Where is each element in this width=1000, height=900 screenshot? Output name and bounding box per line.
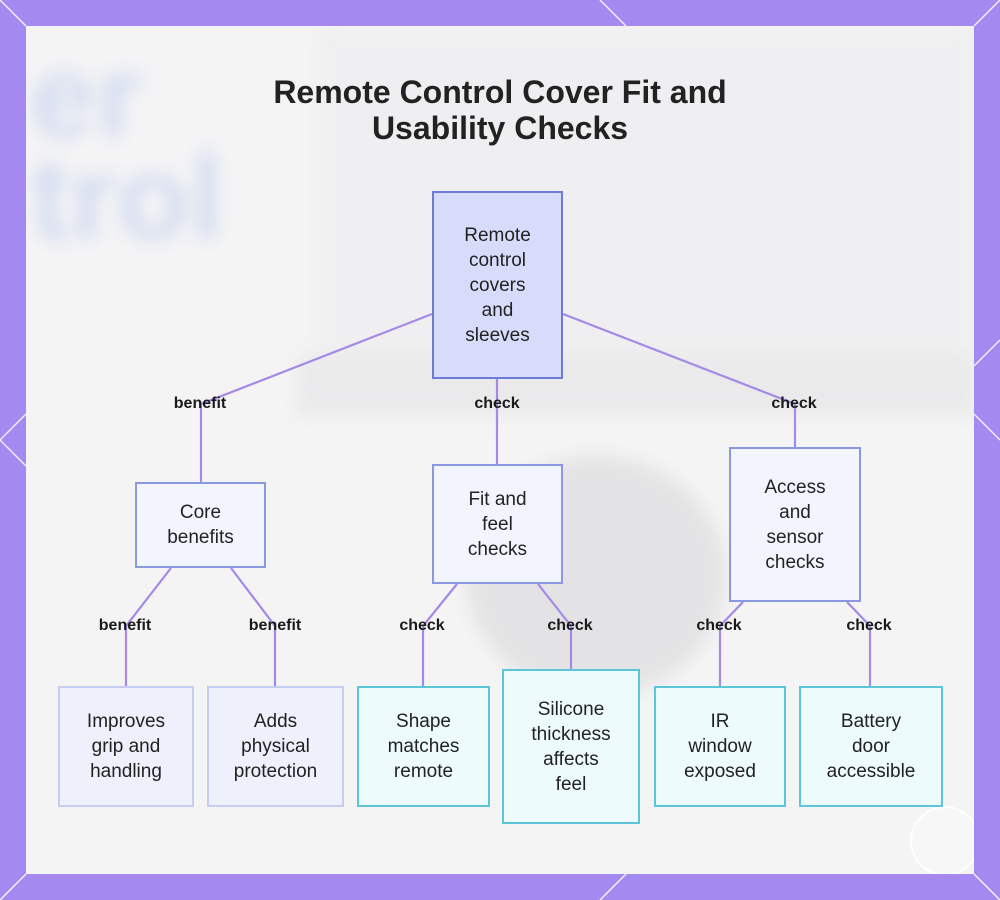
edge-core-protect: [230, 567, 277, 686]
background-photo: er trol: [26, 26, 974, 874]
edge-label-fit-shape: check: [399, 617, 445, 634]
background-text-line: er: [30, 29, 144, 163]
edge-label-fit-silicone: check: [547, 617, 593, 634]
node-ir-window: IR window exposed: [654, 686, 786, 807]
node-text-line: control: [468, 249, 527, 271]
node-text-line: accessible: [826, 761, 916, 782]
watermark-badge-icon: [910, 806, 974, 874]
node-text-line: exposed: [684, 761, 756, 782]
edge-access-ir: [718, 601, 744, 686]
edge-fit-silicone: [537, 583, 573, 669]
edge-label-core-protect: benefit: [248, 617, 302, 634]
edge-label-root-core: benefit: [173, 395, 227, 412]
node-text-line: and: [481, 299, 514, 321]
edge-label-access-battery: check: [846, 617, 892, 634]
node-text-line: handling: [90, 761, 162, 782]
node-text-line: Battery: [840, 711, 902, 732]
edge-core-grip: [124, 567, 172, 686]
edge-fit-shape: [421, 583, 458, 686]
edge-root-core: [199, 312, 433, 482]
node-text-line: IR: [710, 711, 730, 732]
node-text-line: feel: [555, 773, 587, 795]
node-adds-protection: Adds physical protection: [207, 686, 344, 807]
node-text-line: remote: [393, 761, 454, 782]
node-text-line: affects: [543, 748, 599, 770]
node-text-line: sensor: [766, 526, 824, 548]
node-battery-door: Battery door accessible: [799, 686, 943, 807]
node-text-line: checks: [765, 551, 825, 573]
node-text-line: Adds: [253, 711, 298, 732]
node-text-line: Remote: [464, 224, 531, 246]
node-text-line: Fit and: [468, 488, 527, 510]
title-line: Remote Control Cover Fit and: [273, 74, 727, 110]
node-text-line: checks: [467, 538, 528, 560]
node-text-line: feel: [482, 513, 513, 535]
node-fit-feel-checks: Fit and feel checks: [432, 464, 563, 584]
background-text-line: trol: [30, 131, 224, 265]
edge-label-core-grip: benefit: [98, 617, 152, 634]
edge-access-battery: [846, 601, 872, 686]
node-text-line: protection: [233, 761, 318, 782]
node-root: Remote control covers and sleeves: [432, 191, 563, 379]
node-text-line: covers: [469, 274, 526, 296]
node-silicone-thickness: Silicone thickness affects feel: [502, 669, 640, 824]
edge-label-access-ir: check: [696, 617, 742, 634]
node-text-line: benefits: [167, 527, 234, 548]
node-core-benefits: Core benefits: [135, 482, 266, 568]
node-text-line: and: [779, 501, 811, 523]
node-text-line: sleeves: [465, 324, 530, 346]
title-line: Usability Checks: [371, 110, 629, 146]
edge-label-root-fit: check: [474, 395, 520, 412]
node-text-line: matches: [387, 736, 460, 757]
node-text-line: thickness: [531, 723, 611, 745]
node-text-line: Core: [179, 502, 222, 523]
node-text-line: window: [688, 736, 752, 757]
diagram-title: Remote Control Cover Fit and Usability C…: [26, 74, 974, 146]
node-shape-matches: Shape matches remote: [357, 686, 490, 807]
node-text-line: Shape: [396, 711, 451, 732]
node-improves-grip: Improves grip and handling: [58, 686, 194, 807]
node-text-line: grip and: [91, 736, 161, 757]
node-text-line: Silicone: [537, 698, 605, 720]
node-text-line: Access: [764, 476, 826, 498]
edge-label-root-access: check: [771, 395, 817, 412]
edge-root-access: [562, 312, 797, 447]
node-text-line: Improves: [86, 711, 166, 732]
node-access-sensor-checks: Access and sensor checks: [729, 447, 861, 602]
node-text-line: physical: [241, 736, 310, 757]
node-text-line: door: [851, 736, 891, 757]
